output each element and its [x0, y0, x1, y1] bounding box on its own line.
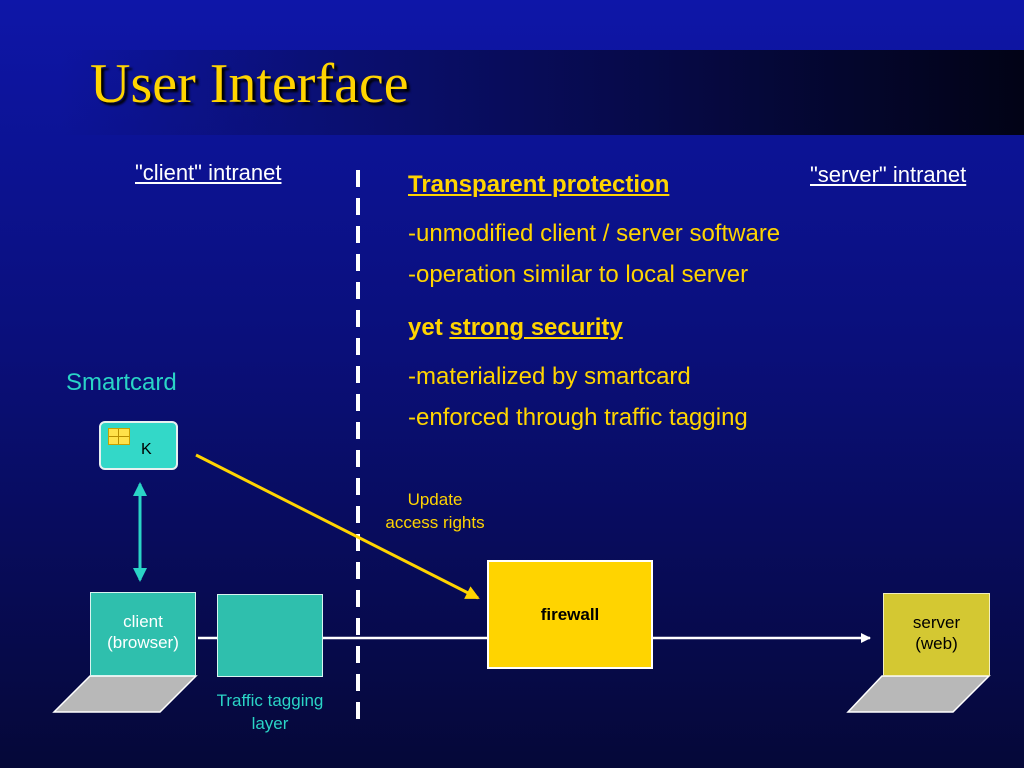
smartcard-chip-icon — [108, 428, 130, 445]
browser-label: (browser) — [107, 633, 179, 652]
server-web-box[interactable]: server (web) — [883, 593, 990, 676]
heading-transparent-protection[interactable]: Transparent protection — [408, 171, 670, 198]
bullet-materialized-smartcard: -materialized by smartcard — [408, 363, 691, 390]
firewall-box[interactable]: firewall — [487, 560, 653, 669]
page-title: User Interface — [90, 53, 409, 115]
bullet-unmodified-software: -unmodified client / server software — [408, 220, 781, 247]
server-intranet-label[interactable]: "server" intranet — [810, 162, 967, 187]
bullet-traffic-tagging: -enforced through traffic tagging — [408, 404, 748, 431]
client-label: client — [123, 612, 163, 631]
title-bar — [60, 50, 1024, 135]
traffic-tagging-label: Traffic tagging layer — [200, 689, 340, 735]
tagging-label-line1: Traffic tagging — [216, 691, 324, 710]
heading-yet-text: yet — [408, 314, 443, 341]
smartcard[interactable]: K — [99, 421, 178, 470]
firewall-label: firewall — [540, 605, 600, 624]
tagging-label-line2: layer — [251, 714, 289, 733]
access-rights-label: access rights — [385, 513, 485, 532]
client-browser-box[interactable]: client (browser) — [90, 592, 196, 676]
client-intranet-label[interactable]: "client" intranet — [135, 160, 282, 185]
smartcard-title: Smartcard — [66, 369, 177, 396]
server-label: server — [912, 613, 961, 632]
update-access-rights-label: Update access rights — [370, 488, 500, 534]
update-rights-arrow — [195, 453, 480, 600]
client-laptop-base — [52, 675, 198, 713]
heading-strong-security: yet strong security — [408, 314, 623, 342]
web-label: (web) — [915, 634, 958, 653]
strong-security-link[interactable]: strong security — [449, 314, 623, 341]
server-laptop-base — [846, 675, 991, 713]
bullet-operation-similar: -operation similar to local server — [408, 261, 749, 288]
traffic-tagging-box[interactable] — [217, 594, 323, 677]
update-label: Update — [407, 490, 463, 509]
smartcard-key: K — [141, 441, 152, 458]
